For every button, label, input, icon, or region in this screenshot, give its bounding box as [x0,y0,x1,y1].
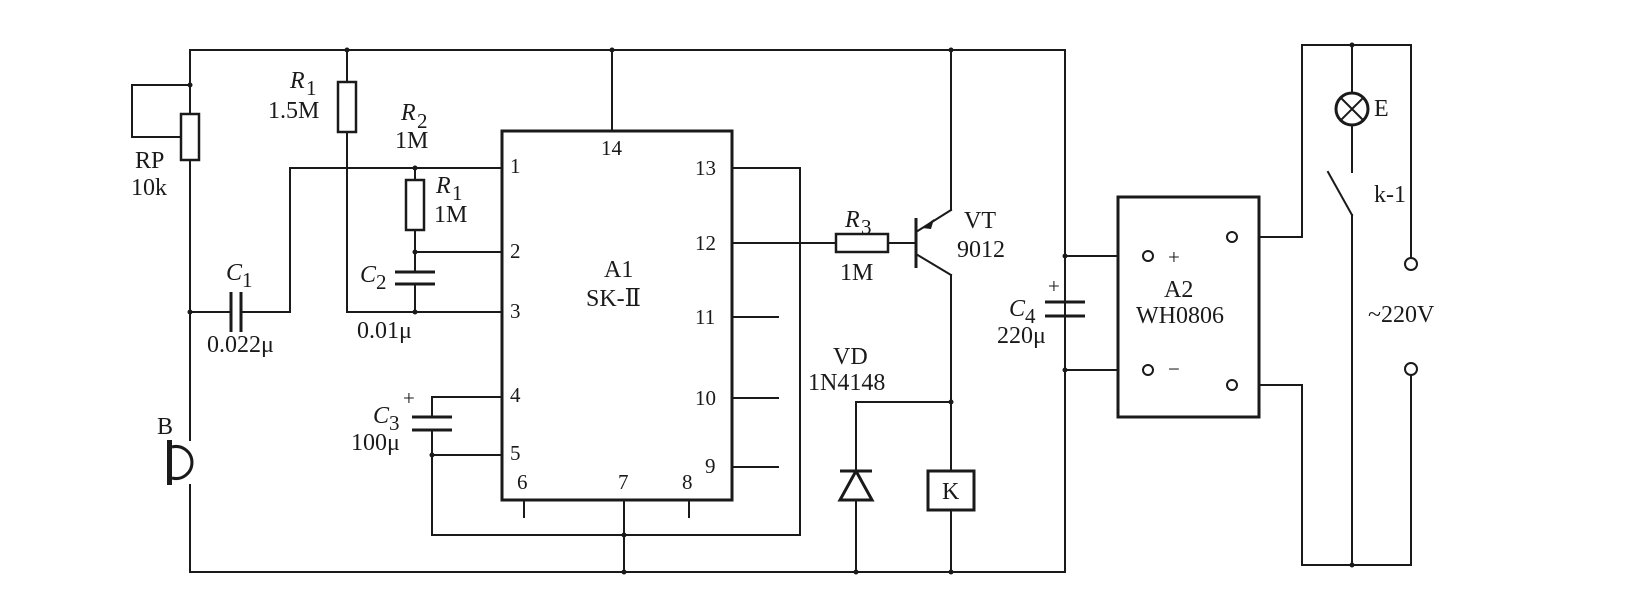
resistor-r1-top: R 1 1.5M [268,68,358,134]
wiring [131,44,1412,573]
c3-ref: C [373,403,390,429]
r1-top-value: 1.5M [268,98,319,124]
c4-polarity: + [1048,274,1060,298]
c3-sub: 3 [389,411,400,435]
microphone-b: B [157,414,194,485]
capacitor-c4: + C 4 220μ [997,274,1085,349]
c3-value: 100μ [351,430,400,456]
r2-sub: 2 [417,109,428,133]
r1-top-ref: R [289,68,305,94]
c2-sub: 2 [376,270,387,294]
rp-value: 10k [131,175,167,201]
a1-pin-14: 14 [601,136,623,160]
switch-ref: k-1 [1374,182,1406,208]
lamp-ref: E [1374,96,1389,122]
a2-plus: + [1168,245,1180,269]
vd-ref: VD [833,344,868,370]
capacitor-c3: + C 3 100μ [351,386,452,456]
r1-mid-value: 1M [434,202,467,228]
switch-k1: k-1 [1326,170,1406,217]
r3-ref: R [844,207,860,233]
c1-value: 0.022μ [207,332,274,358]
a1-pin-11: 11 [695,305,715,329]
relay-coil-k: K [926,469,976,512]
capacitor-c2: C 2 0.01μ [357,262,435,344]
a1-ref: A1 [604,257,633,283]
a1-pin-12: 12 [695,231,716,255]
c4-value: 220μ [997,323,1046,349]
ic-a1: A1 SK-Ⅱ 1 2 3 4 5 6 7 8 9 10 11 12 13 14 [500,129,734,502]
c2-ref: C [360,262,377,288]
vt-value: 9012 [957,237,1005,263]
a2-value: WH0806 [1136,303,1224,329]
r3-sub: 3 [861,215,872,239]
a1-pin-6: 6 [517,470,528,494]
vt-ref: VT [964,208,996,234]
a1-pin-1: 1 [510,154,521,178]
c1-sub: 1 [242,268,253,292]
diode-vd: VD 1N4148 [808,344,885,502]
r1-mid-sub: 1 [452,181,463,205]
capacitor-c1: C 1 0.022μ [207,260,274,358]
a1-pin-7: 7 [618,470,629,494]
a1-value: SK-Ⅱ [586,286,641,312]
resistor-r2-label: R 2 1M [395,100,428,154]
mains-terminals: ~220V [1368,257,1435,376]
module-a2: + − A2 WH0806 [1116,195,1261,419]
a1-pin-2: 2 [510,239,521,263]
c3-polarity: + [403,386,415,410]
a1-pin-10: 10 [695,386,716,410]
junction-dots [187,42,1355,575]
r1-top-sub: 1 [306,76,317,100]
c1-ref: C [226,260,243,286]
r2-ref: R [400,100,416,126]
a1-pin-3: 3 [510,299,521,323]
a1-pin-8: 8 [682,470,693,494]
c4-sub: 4 [1025,304,1036,328]
transistor-vt: VT 9012 [914,208,1005,277]
c2-value: 0.01μ [357,318,412,344]
mains-label: ~220V [1368,302,1435,328]
a1-pin-5: 5 [510,441,521,465]
potentiometer-rp: RP 10k [131,112,201,201]
r3-value: 1M [840,260,873,286]
resistor-r3: R 3 1M [834,207,890,286]
a1-pin-13: 13 [695,156,716,180]
a1-pin-4: 4 [510,383,521,407]
r1-mid-ref: R [435,173,451,199]
k-ref: K [942,479,960,505]
r2-value: 1M [395,128,428,154]
c4-ref: C [1009,296,1026,322]
rp-ref: RP [135,148,164,174]
b-ref: B [157,414,173,440]
a2-minus: − [1168,357,1180,381]
resistor-r1-mid: R 1 1M [404,173,467,232]
a2-ref: A2 [1164,277,1193,303]
lamp-e: E [1334,91,1389,127]
a1-pin-9: 9 [705,454,716,478]
vd-value: 1N4148 [808,370,885,396]
